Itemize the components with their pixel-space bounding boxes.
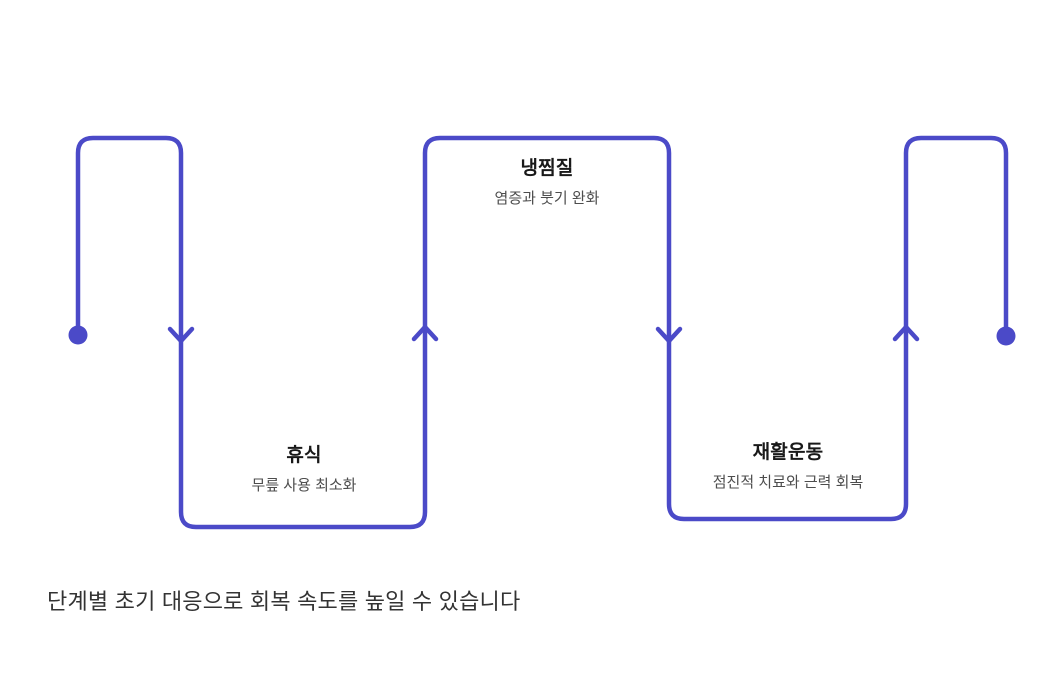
arrow-up-icon xyxy=(892,324,920,342)
stage-cold-compress-subtitle: 염증과 붓기 완화 xyxy=(494,189,600,207)
stage-rehab-exercise-subtitle: 점진적 치료와 근력 회복 xyxy=(712,473,864,491)
arrow-up-icon xyxy=(411,324,439,342)
start-dot-icon xyxy=(68,325,88,345)
stage-rest-subtitle: 무릎 사용 최소화 xyxy=(251,476,357,494)
stage-rehab-exercise: 재활운동 점진적 치료와 근력 회복 xyxy=(669,442,907,492)
stage-rest-title: 휴식 xyxy=(286,445,322,466)
stage-rehab-exercise-title: 재활운동 xyxy=(752,442,824,463)
stage-cold-compress-title: 냉찜질 xyxy=(520,158,574,179)
stage-cold-compress: 냉찜질 염증과 붓기 완화 xyxy=(425,158,669,208)
diagram-caption: 단계별 초기 대응으로 회복 속도를 높일 수 있습니다 xyxy=(47,589,521,614)
stage-rest: 휴식 무릎 사용 최소화 xyxy=(183,445,425,495)
arrow-down-icon xyxy=(167,326,195,344)
end-dot-icon xyxy=(996,326,1016,346)
flow-path xyxy=(75,135,1009,530)
arrow-down-icon xyxy=(655,326,683,344)
